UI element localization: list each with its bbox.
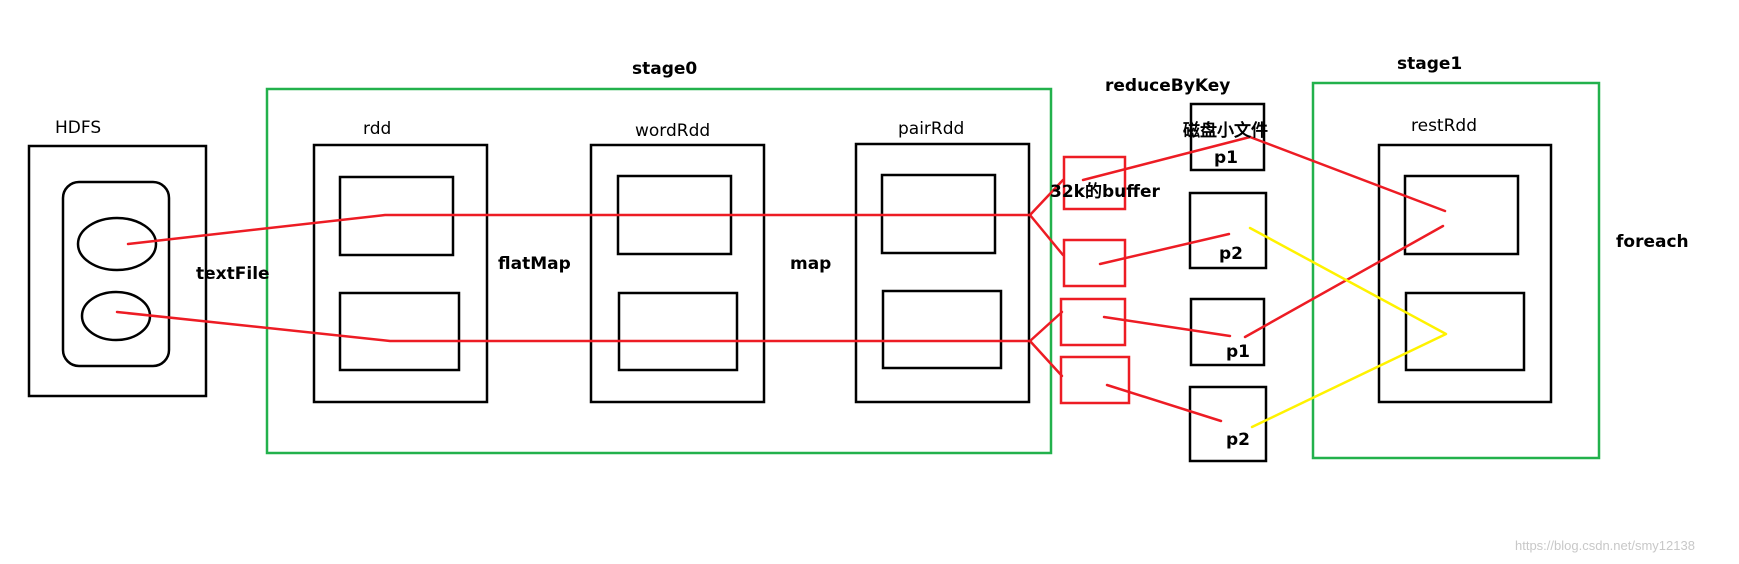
rest-rdd-partition-bottom xyxy=(1404,291,1526,372)
fan-out-bottom-2 xyxy=(1028,339,1064,378)
text-file-label: textFile xyxy=(196,264,270,284)
buffer-box-1 xyxy=(1062,155,1127,211)
fan-out-bottom-1 xyxy=(1028,310,1064,343)
disk-file-p1-bottom xyxy=(1189,297,1266,367)
pair-rdd-label: pairRdd xyxy=(898,119,965,139)
flow-line-bottom xyxy=(115,310,1032,343)
map-label: map xyxy=(790,254,832,274)
hdfs-block-bottom xyxy=(80,290,152,342)
stage0-frame xyxy=(265,87,1053,455)
p1-bottom-label: p1 xyxy=(1226,342,1250,362)
word-rdd-box xyxy=(589,143,766,404)
pair-rdd-box xyxy=(854,142,1031,404)
foreach-label: foreach xyxy=(1616,232,1689,252)
rest-rdd-box xyxy=(1377,143,1553,404)
disk-file-p2-top xyxy=(1188,191,1268,270)
hdfs-label: HDFS xyxy=(55,118,102,138)
hdfs-block-top xyxy=(76,216,158,272)
spill-line-4 xyxy=(1105,383,1223,423)
buffer-box-3 xyxy=(1059,297,1127,347)
p2-top-label: p2 xyxy=(1219,244,1243,264)
rdd-box xyxy=(312,143,489,404)
spill-line-1 xyxy=(1081,135,1252,182)
disk-file-p2-bottom xyxy=(1188,385,1268,463)
hdfs-box xyxy=(27,144,208,398)
word-rdd-partition-bottom xyxy=(617,291,739,372)
rest-rdd-label: restRdd xyxy=(1411,116,1477,136)
stage1-frame xyxy=(1311,81,1601,460)
spill-line-2 xyxy=(1098,232,1231,266)
buffer-box-4 xyxy=(1059,355,1131,405)
shuffle-line-p1-bottom xyxy=(1243,224,1445,339)
word-rdd-label: wordRdd xyxy=(635,121,711,141)
watermark: https://blog.csdn.net/smy12138 xyxy=(1515,538,1695,553)
pair-rdd-partition-bottom xyxy=(881,289,1003,370)
fan-out-top-1 xyxy=(1028,178,1065,217)
hdfs-inner-box xyxy=(61,180,171,368)
p1-top-label: p1 xyxy=(1214,148,1238,168)
rdd-label: rdd xyxy=(363,119,392,139)
fan-out-top-2 xyxy=(1028,213,1065,257)
buffer-label: 32k的buffer xyxy=(1050,182,1160,202)
shuffle-line-p2 xyxy=(1248,226,1448,429)
flow-line-top xyxy=(126,213,1032,246)
rest-rdd-partition-top xyxy=(1403,174,1520,256)
stage1-label: stage1 xyxy=(1397,54,1463,74)
reduce-by-key-label: reduceByKey xyxy=(1105,76,1231,96)
spill-line-3 xyxy=(1102,315,1232,338)
flat-map-label: flatMap xyxy=(498,254,571,274)
stage0-label: stage0 xyxy=(632,59,698,79)
rdd-partition-bottom xyxy=(338,291,461,372)
disk-small-file-label: 磁盘小文件 xyxy=(1183,121,1268,141)
shuffle-line-p1-top xyxy=(1248,135,1447,213)
disk-file-p1-top xyxy=(1189,102,1266,172)
p2-bottom-label: p2 xyxy=(1226,430,1250,450)
buffer-box-2 xyxy=(1062,238,1127,288)
